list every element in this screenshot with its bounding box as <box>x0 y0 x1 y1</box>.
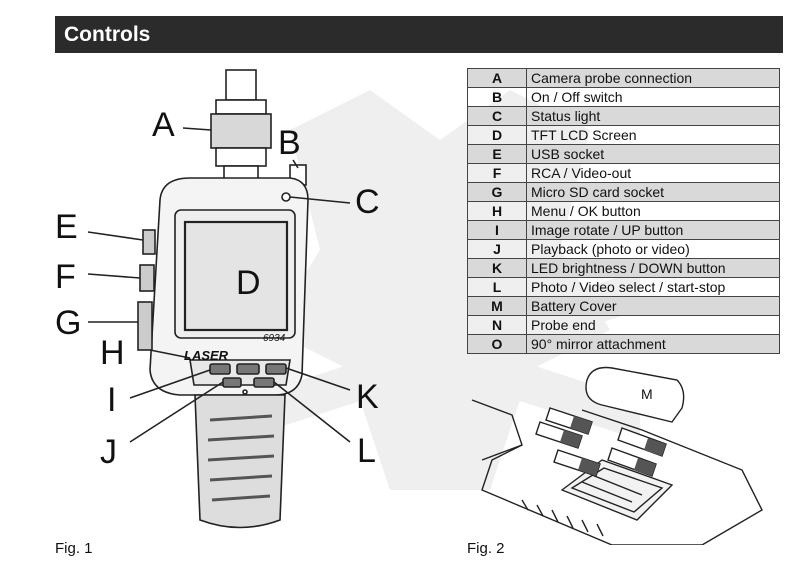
legend-key: C <box>467 106 527 126</box>
legend-description: Menu / OK button <box>526 201 780 221</box>
legend-description: LED brightness / DOWN button <box>526 258 780 278</box>
legend-key: A <box>467 68 527 88</box>
legend-key: K <box>467 258 527 278</box>
figure2-caption: Fig. 2 <box>467 540 505 557</box>
section-title: Controls <box>64 23 151 46</box>
legend-key: L <box>467 277 527 297</box>
callout-c: C <box>355 183 380 221</box>
legend-description: Photo / Video select / start-stop <box>526 277 780 297</box>
callout-g: G <box>55 304 82 342</box>
legend-description: TFT LCD Screen <box>526 125 780 145</box>
callout-f: F <box>55 258 76 296</box>
legend-description: Camera probe connection <box>526 68 780 88</box>
model-number: 6934 <box>263 333 286 344</box>
callout-b: B <box>278 124 301 162</box>
legend-key: F <box>467 163 527 183</box>
legend-description: Battery Cover <box>526 296 780 316</box>
callout-k: K <box>356 378 379 416</box>
battery-illustration <box>471 366 763 545</box>
legend-key: D <box>467 125 527 145</box>
legend-description: On / Off switch <box>526 87 780 107</box>
legend-key: B <box>467 87 527 107</box>
battery-cover-label: M <box>641 386 653 402</box>
legend-description: Image rotate / UP button <box>526 220 780 240</box>
legend-description: USB socket <box>526 144 780 164</box>
legend-key: M <box>467 296 527 316</box>
legend-description: Probe end <box>526 315 780 335</box>
legend-key: O <box>467 334 527 354</box>
legend-description: Playback (photo or video) <box>526 239 780 259</box>
callout-h: H <box>100 334 125 372</box>
callout-l: L <box>357 432 376 470</box>
callout-i: I <box>107 381 117 419</box>
legend-description: Status light <box>526 106 780 126</box>
legend-key: I <box>467 220 527 240</box>
legend-description: 90° mirror attachment <box>526 334 780 354</box>
callout-a: A <box>152 106 175 144</box>
callout-e: E <box>55 208 78 246</box>
brand-logo-text: LASER <box>184 348 229 363</box>
legend-key: H <box>467 201 527 221</box>
legend-key: E <box>467 144 527 164</box>
screen-label: D <box>236 264 261 302</box>
legend-description: Micro SD card socket <box>526 182 780 202</box>
legend-description: RCA / Video-out <box>526 163 780 183</box>
callout-j: J <box>100 433 117 471</box>
camera-illustration <box>87 69 351 529</box>
legend-key: G <box>467 182 527 202</box>
section-header: Controls <box>55 16 783 53</box>
figure1-caption: Fig. 1 <box>55 540 93 557</box>
legend-key: N <box>467 315 527 335</box>
legend-key: J <box>467 239 527 259</box>
